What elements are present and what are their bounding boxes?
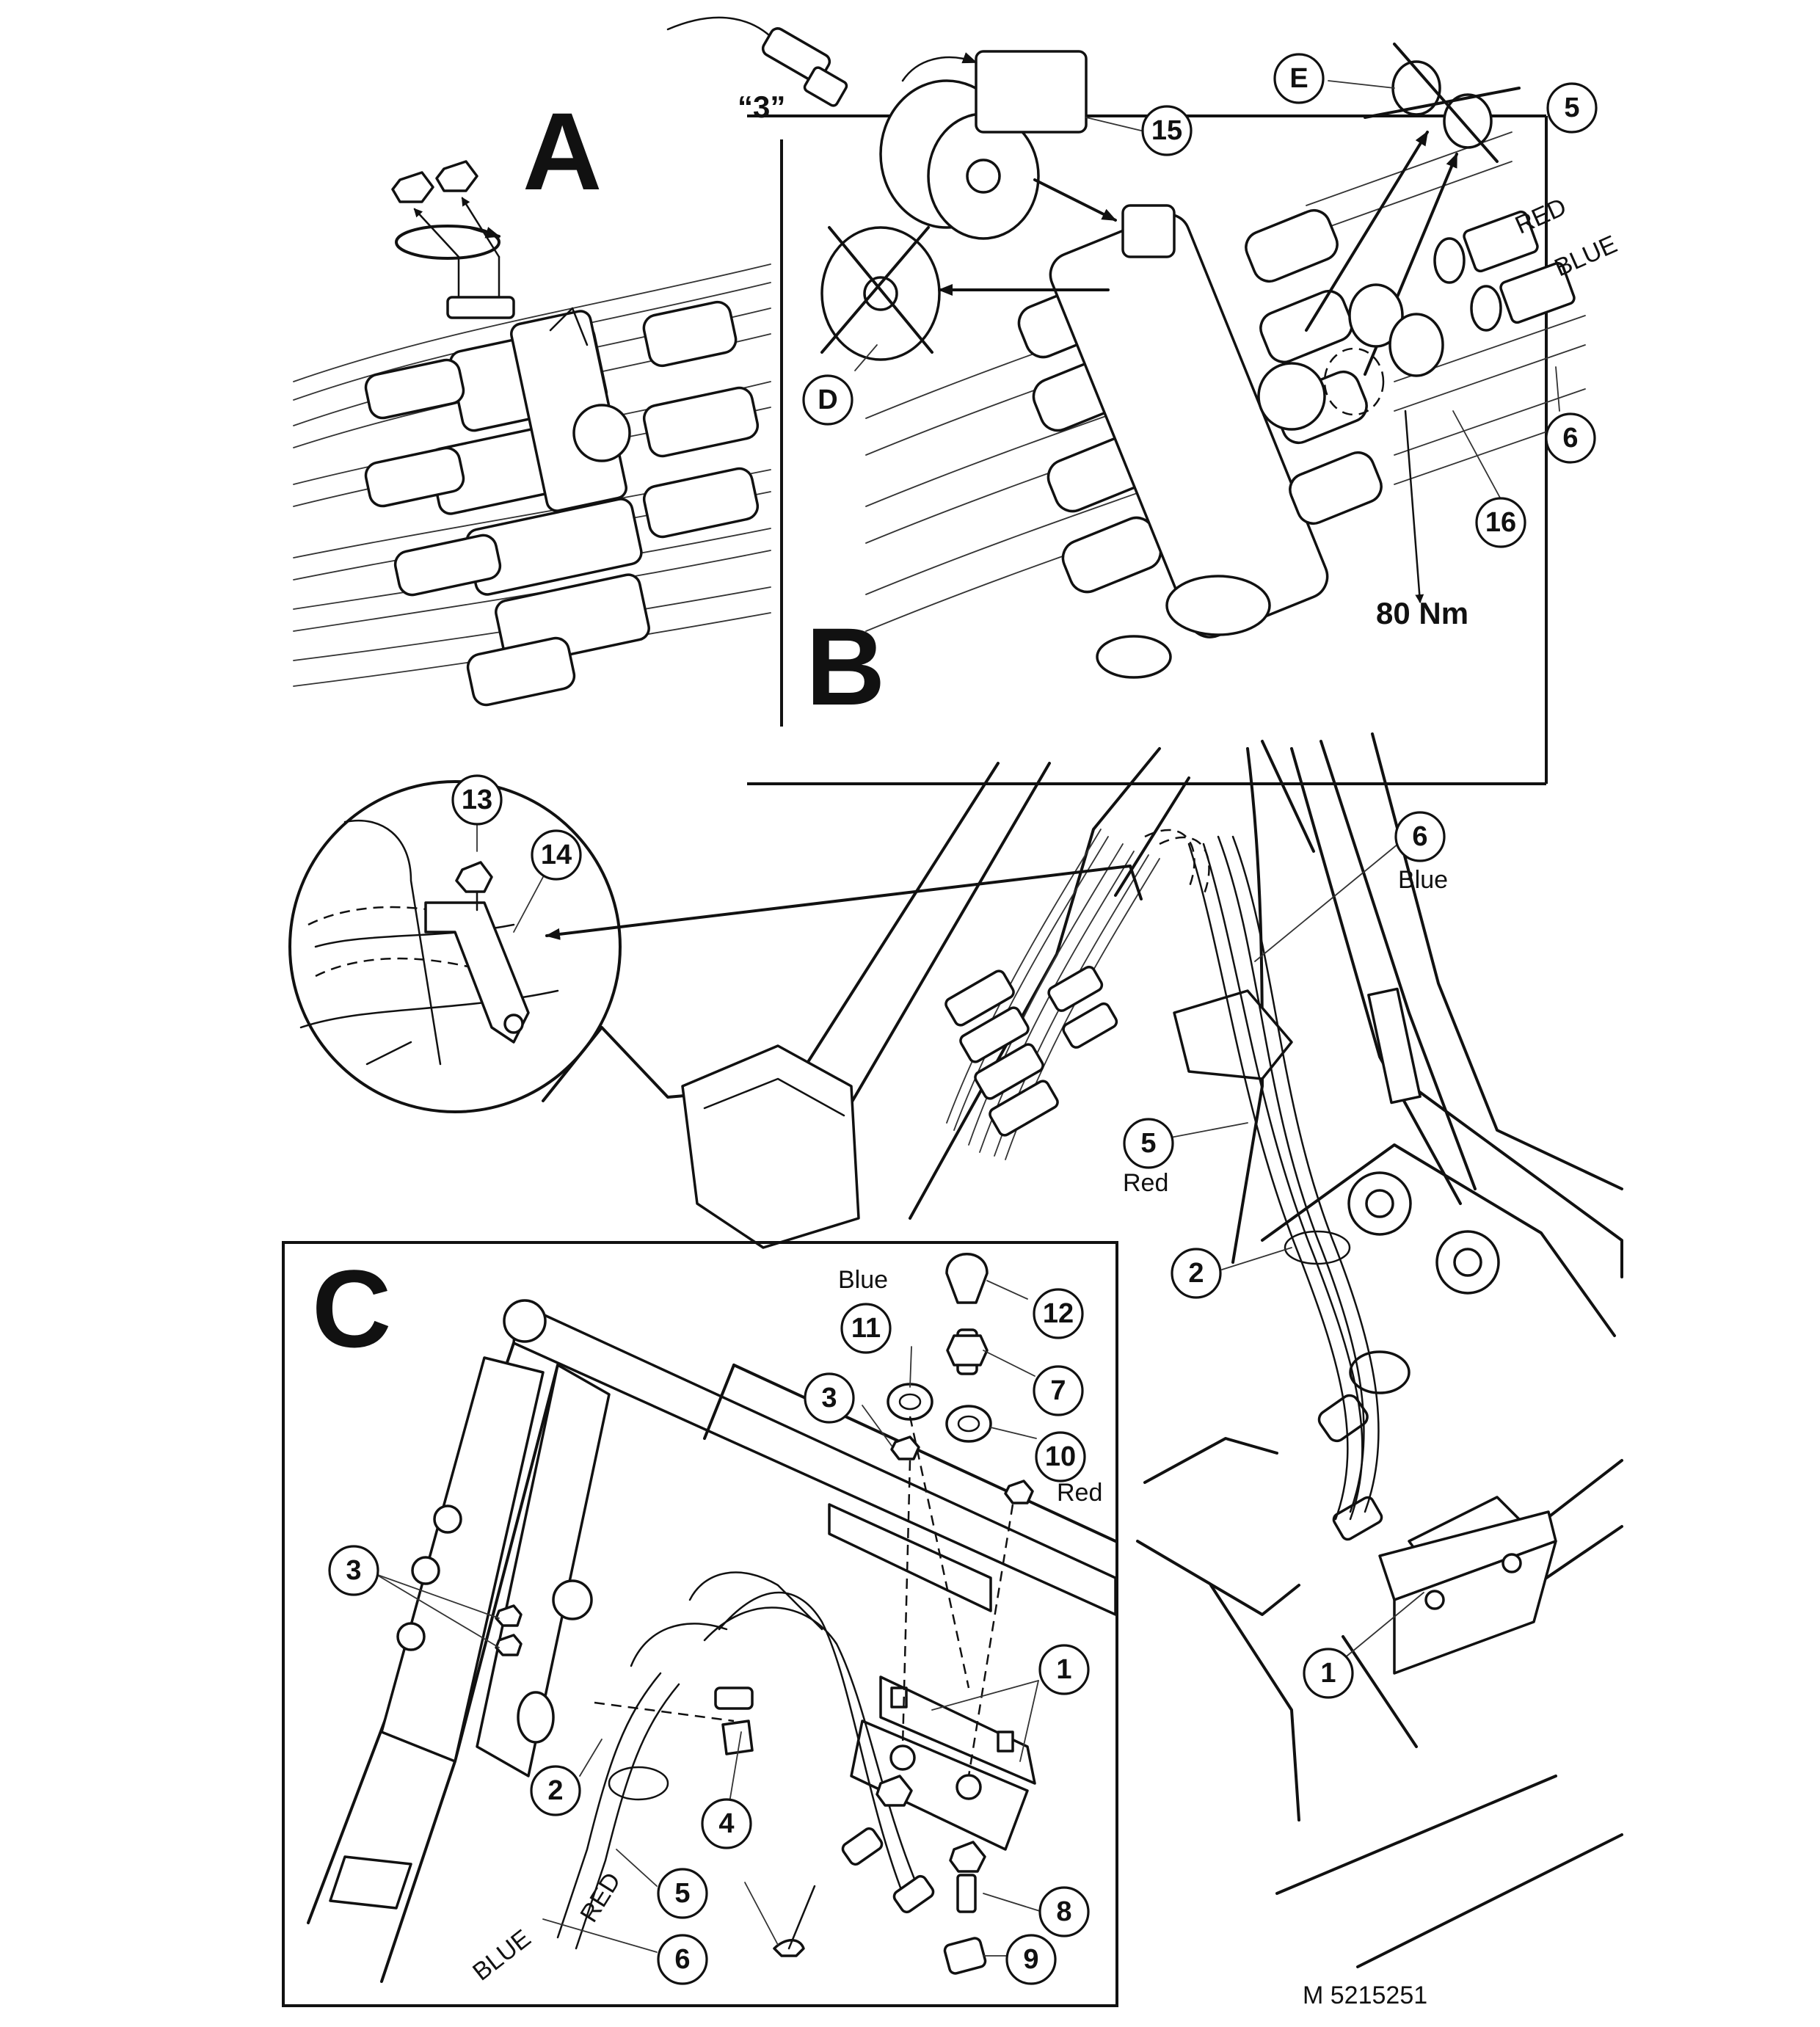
label-red-mid: Red bbox=[1123, 1169, 1168, 1197]
svg-text:15: 15 bbox=[1151, 115, 1182, 146]
callout-c-8: 8 bbox=[1038, 1886, 1090, 1937]
main-leaders bbox=[476, 821, 1424, 1663]
svg-text:2: 2 bbox=[547, 1775, 563, 1806]
callout-b-d: D bbox=[802, 374, 853, 426]
label-blue-c-hose: BLUE bbox=[467, 1924, 536, 1987]
svg-text:5: 5 bbox=[674, 1878, 690, 1909]
svg-text:12: 12 bbox=[1043, 1298, 1074, 1329]
panel-label-a: A bbox=[523, 90, 602, 213]
svg-text:9: 9 bbox=[1023, 1944, 1038, 1975]
view-b-part-d bbox=[820, 226, 1110, 371]
callout-c-6: 6 bbox=[657, 1934, 708, 1985]
label-blue-c: Blue bbox=[838, 1266, 888, 1294]
svg-text:7: 7 bbox=[1050, 1375, 1066, 1406]
svg-text:2: 2 bbox=[1188, 1258, 1204, 1289]
view-c: C Blue Red RED BLUE bbox=[282, 1241, 1118, 2007]
view-c-hoses bbox=[556, 1571, 935, 1950]
view-b-coupler-block bbox=[1017, 204, 1383, 679]
callout-mid-1: 1 bbox=[1303, 1648, 1354, 1699]
callouts: 15 5 6 16 D E 13 14 6 5 2 1 12 11 7 3 10… bbox=[328, 53, 1598, 1985]
view-c-fasteners bbox=[495, 1253, 1034, 1975]
view-c-leaders bbox=[375, 1280, 1043, 1957]
callout-mid-13: 13 bbox=[451, 774, 503, 826]
callout-c-7: 7 bbox=[1033, 1365, 1084, 1416]
svg-text:13: 13 bbox=[462, 785, 492, 815]
callout-mid-2: 2 bbox=[1171, 1248, 1222, 1299]
svg-text:E: E bbox=[1289, 63, 1308, 94]
callout-b-15: 15 bbox=[1085, 105, 1193, 156]
view-b-connector-15 bbox=[666, 16, 1117, 240]
view-a-nuts bbox=[391, 160, 515, 319]
callout-c-10: 10 bbox=[1035, 1431, 1086, 1482]
label-blue-mid: Blue bbox=[1398, 866, 1448, 894]
main-view bbox=[288, 732, 1623, 1968]
svg-text:6: 6 bbox=[1562, 423, 1578, 454]
callout-c-2: 2 bbox=[530, 1765, 581, 1816]
svg-text:14: 14 bbox=[541, 840, 572, 870]
svg-text:10: 10 bbox=[1045, 1441, 1076, 1472]
callout-c-11: 11 bbox=[840, 1303, 892, 1354]
panel-label-b: B bbox=[806, 605, 885, 728]
svg-text:11: 11 bbox=[851, 1313, 881, 1344]
svg-text:6: 6 bbox=[674, 1944, 690, 1975]
callout-c-4: 4 bbox=[701, 1798, 752, 1849]
label-red-b: RED bbox=[1511, 193, 1570, 240]
svg-text:5: 5 bbox=[1140, 1128, 1156, 1159]
callout-mid-14: 14 bbox=[531, 829, 582, 881]
view-c-bracket-1 bbox=[850, 1675, 1036, 1851]
callout-b-5: 5 bbox=[1546, 82, 1598, 134]
callout-c-3b: 3 bbox=[328, 1545, 379, 1596]
main-bracket-1 bbox=[1378, 1510, 1557, 1675]
svg-text:1: 1 bbox=[1056, 1654, 1071, 1685]
view-a: A bbox=[293, 90, 771, 707]
label-blue-b: BLUE bbox=[1551, 230, 1622, 283]
svg-text:4: 4 bbox=[718, 1808, 734, 1839]
callout-c-9: 9 bbox=[1005, 1934, 1057, 1985]
svg-text:6: 6 bbox=[1412, 821, 1427, 852]
panel-label-c: C bbox=[312, 1247, 391, 1370]
svg-text:3: 3 bbox=[821, 1383, 837, 1413]
view-c-plate bbox=[828, 1503, 992, 1612]
boom-structure bbox=[542, 732, 1623, 1968]
svg-text:1: 1 bbox=[1320, 1658, 1336, 1689]
label-torque: 80 Nm bbox=[1376, 596, 1468, 630]
callout-b-e: E bbox=[1273, 53, 1325, 104]
callout-b-6: 6 bbox=[1545, 366, 1596, 464]
view-c-rail bbox=[307, 1299, 1117, 1983]
callout-b-16: 16 bbox=[1452, 410, 1526, 548]
svg-text:3: 3 bbox=[346, 1555, 361, 1586]
view-a-coupler-block bbox=[364, 300, 760, 707]
callout-c-5: 5 bbox=[657, 1868, 708, 1919]
label-red-c: Red bbox=[1057, 1479, 1102, 1507]
svg-text:D: D bbox=[818, 385, 837, 415]
detail-circle bbox=[288, 780, 1143, 1113]
main-hose-bundle bbox=[944, 829, 1210, 1160]
callout-c-3a: 3 bbox=[804, 1372, 855, 1424]
callout-c-1: 1 bbox=[1038, 1644, 1090, 1695]
callout-mid-6: 6 bbox=[1394, 811, 1446, 862]
view-c-frame bbox=[282, 1241, 1118, 2007]
view-b: B “3” RED BLUE 80 Nm bbox=[666, 16, 1622, 785]
svg-text:8: 8 bbox=[1056, 1896, 1071, 1927]
view-b-nipples bbox=[1323, 210, 1576, 603]
callout-c-12: 12 bbox=[1033, 1288, 1084, 1339]
label-quote-3: “3” bbox=[738, 90, 785, 124]
main-hoses-5-6 bbox=[1187, 835, 1380, 1521]
label-red-c-hose: RED bbox=[575, 1868, 626, 1927]
figure-id: M 5215251 bbox=[1303, 1981, 1427, 2009]
callout-mid-5: 5 bbox=[1123, 1118, 1174, 1169]
svg-text:5: 5 bbox=[1564, 92, 1579, 123]
svg-text:16: 16 bbox=[1485, 507, 1516, 538]
